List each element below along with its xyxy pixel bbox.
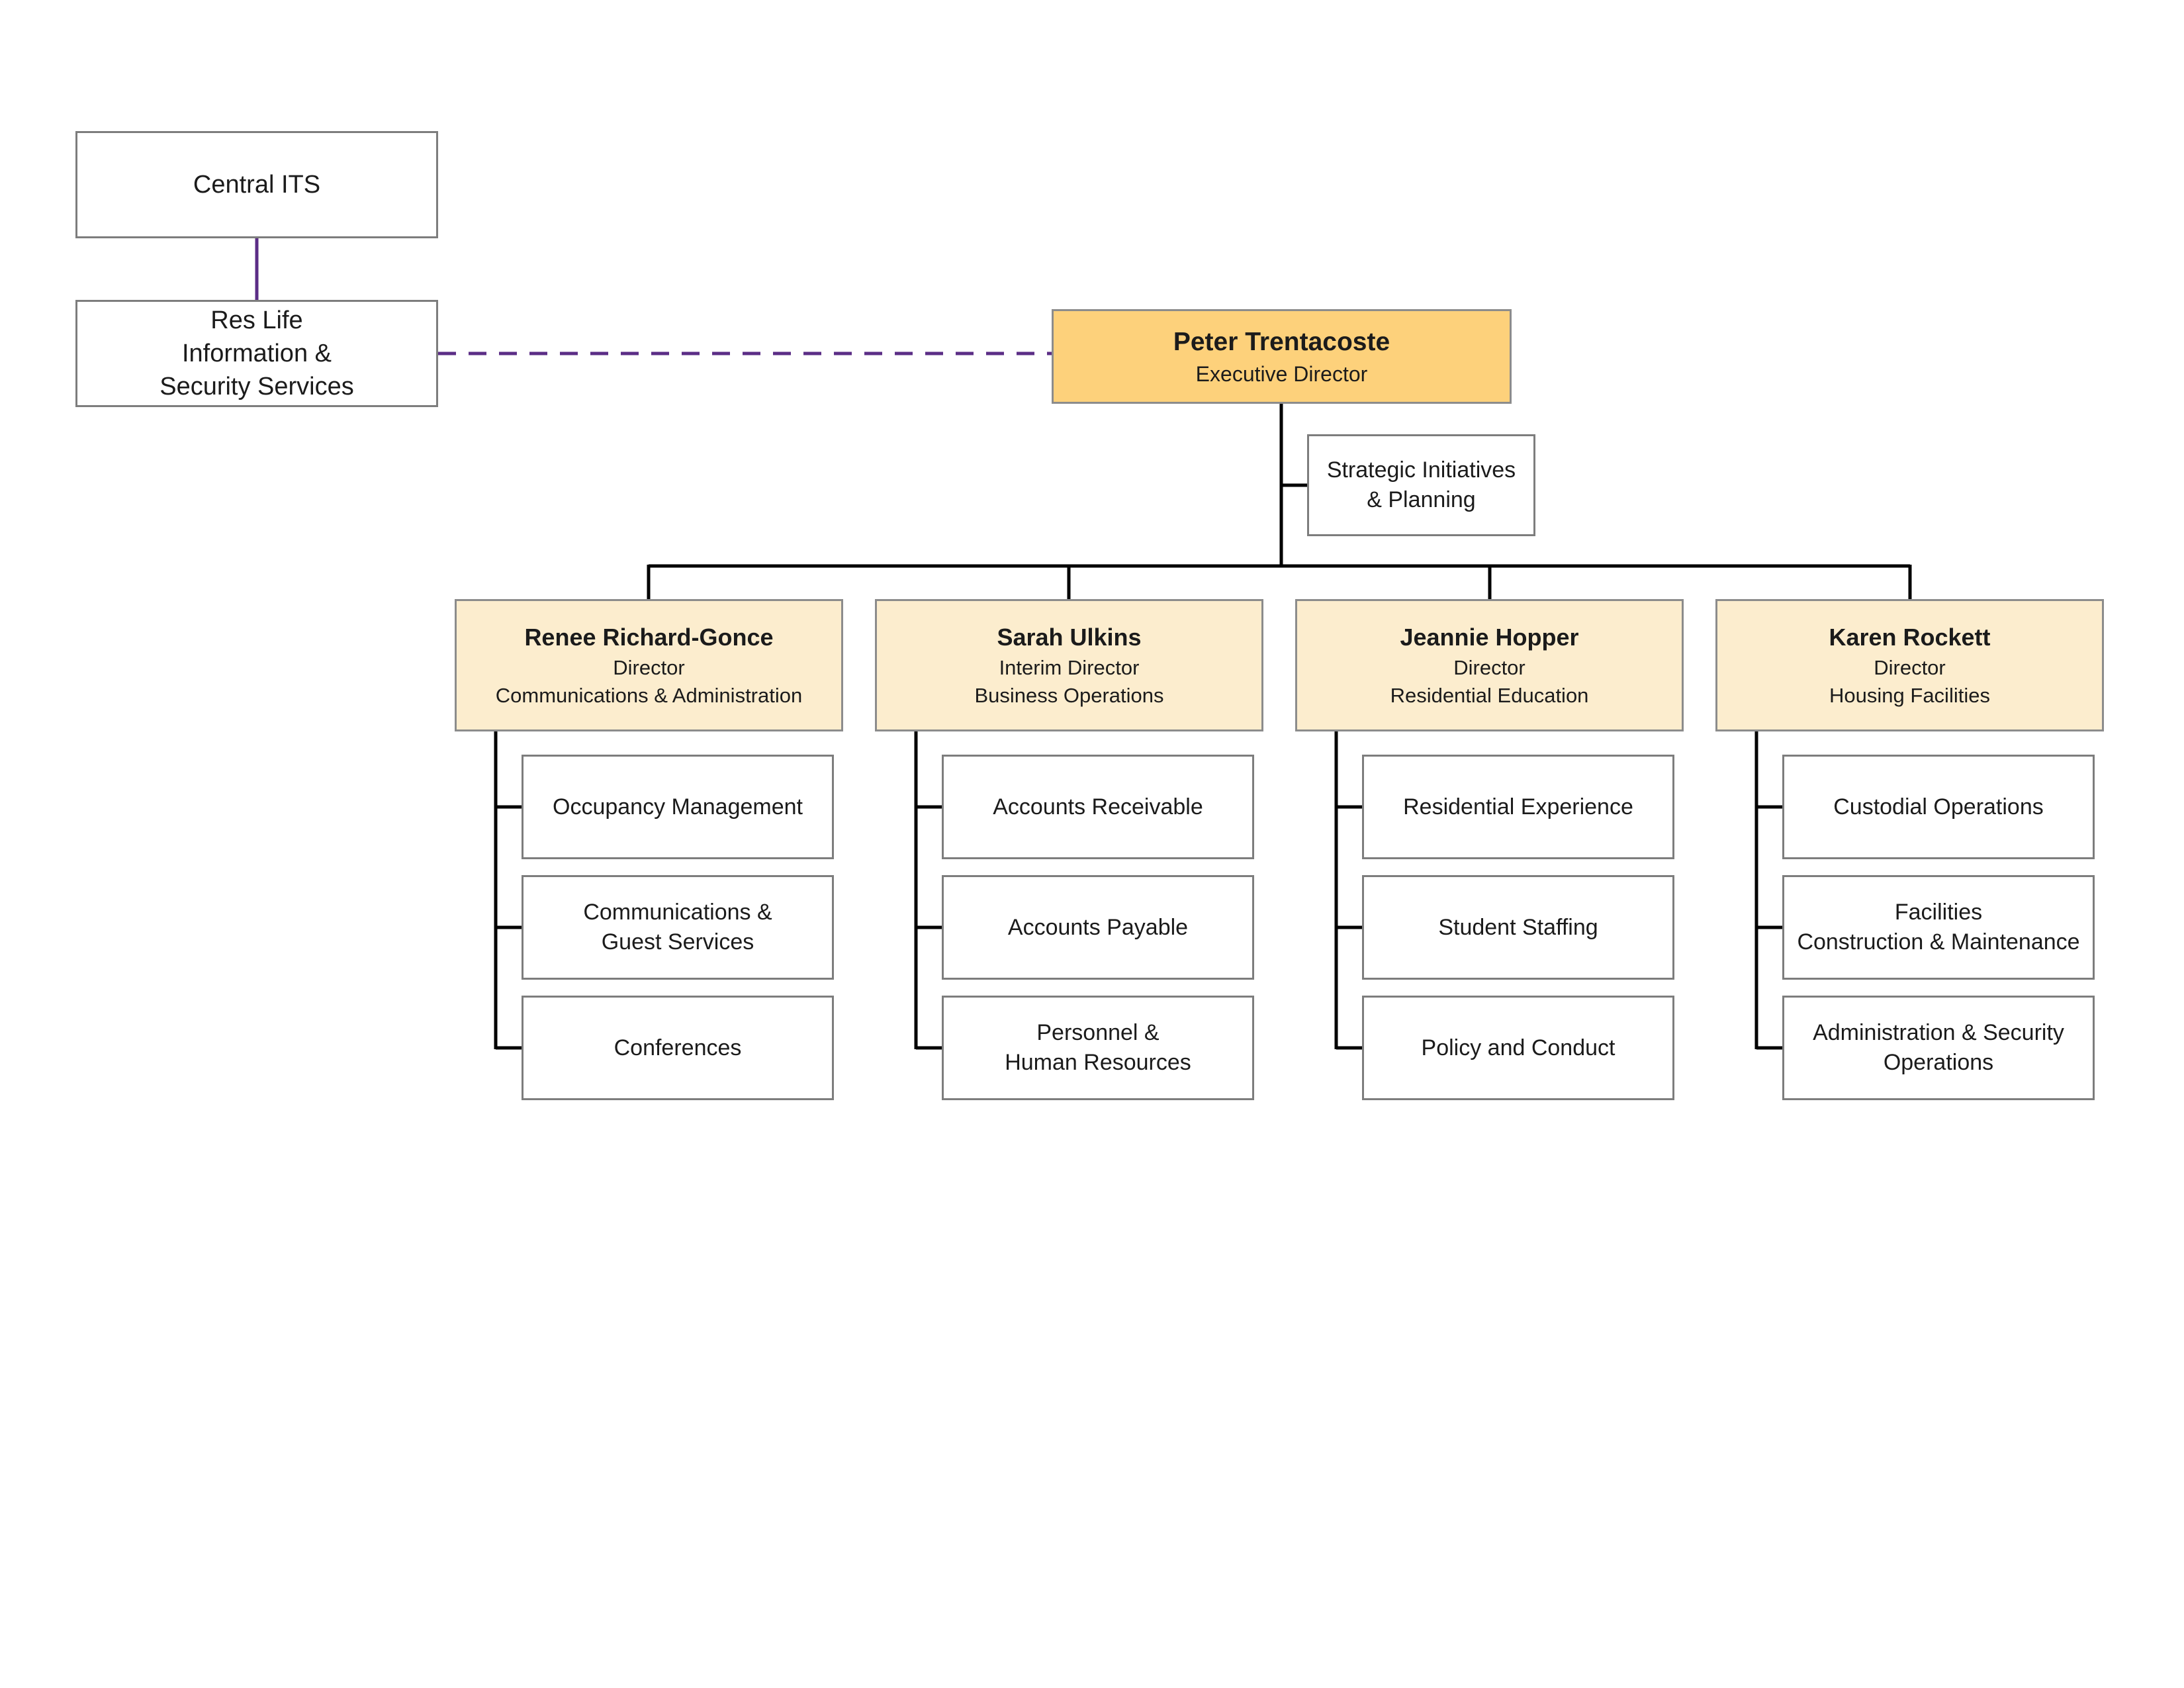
- director-name: Jeannie Hopper: [1400, 623, 1579, 651]
- report-label: Accounts Payable: [1007, 914, 1189, 940]
- report-label: Administration & Security Operations: [1813, 1020, 2064, 1075]
- report-label: Conferences: [614, 1035, 742, 1060]
- res-life-label: Res Life Information & Security Services: [159, 306, 354, 401]
- director-title: Director: [613, 656, 685, 680]
- box-report-accounts-payable: Accounts Payable: [942, 875, 1254, 980]
- central-its-label: Central ITS: [193, 170, 321, 199]
- box-report-administration-security-operations: Administration & Security Operations: [1782, 996, 2095, 1100]
- director-department: Residential Education: [1390, 684, 1589, 708]
- box-report-personnel-human-resources: Personnel & Human Resources: [942, 996, 1254, 1100]
- director-title: Director: [1453, 656, 1525, 680]
- box-report-residential-experience: Residential Experience: [1362, 755, 1674, 859]
- report-label: Communications & Guest Services: [583, 900, 772, 955]
- box-report-communications-guest-services: Communications & Guest Services: [522, 875, 834, 980]
- box-executive-director: Peter Trentacoste Executive Director: [1052, 309, 1512, 404]
- director-department: Communications & Administration: [495, 684, 803, 708]
- report-label: Personnel & Human Resources: [1005, 1020, 1191, 1075]
- box-director-residential-education: Jeannie Hopper Director Residential Educ…: [1295, 599, 1684, 731]
- strategic-initiatives-label: Strategic Initiatives & Planning: [1326, 457, 1516, 512]
- box-strategic-initiatives-planning: Strategic Initiatives & Planning: [1307, 434, 1535, 536]
- director-title: Director: [1874, 656, 1946, 680]
- director-name: Renee Richard-Gonce: [524, 623, 774, 651]
- report-label: Student Staffing: [1438, 914, 1598, 940]
- box-report-policy-and-conduct: Policy and Conduct: [1362, 996, 1674, 1100]
- executive-title: Executive Director: [1195, 362, 1368, 387]
- director-name: Karen Rockett: [1829, 623, 1991, 651]
- executive-name: Peter Trentacoste: [1173, 327, 1390, 356]
- report-label: Occupancy Management: [553, 794, 803, 820]
- report-label: Residential Experience: [1403, 794, 1633, 820]
- report-label: Facilities Construction & Maintenance: [1797, 900, 2080, 955]
- box-report-accounts-receivable: Accounts Receivable: [942, 755, 1254, 859]
- report-label: Policy and Conduct: [1421, 1035, 1615, 1060]
- box-report-student-staffing: Student Staffing: [1362, 875, 1674, 980]
- director-department: Business Operations: [974, 684, 1164, 708]
- box-report-custodial-operations: Custodial Operations: [1782, 755, 2095, 859]
- box-report-conferences: Conferences: [522, 996, 834, 1100]
- director-name: Sarah Ulkins: [997, 623, 1142, 651]
- box-report-facilities-construction-maintenance: Facilities Construction & Maintenance: [1782, 875, 2095, 980]
- box-res-life-information-security: Res Life Information & Security Services: [75, 300, 438, 407]
- box-central-its: Central ITS: [75, 131, 438, 238]
- box-director-housing-facilities: Karen Rockett Director Housing Facilitie…: [1715, 599, 2104, 731]
- director-title: Interim Director: [999, 656, 1140, 680]
- box-director-business-operations: Sarah Ulkins Interim Director Business O…: [875, 599, 1263, 731]
- director-department: Housing Facilities: [1829, 684, 1990, 708]
- report-label: Accounts Receivable: [993, 794, 1203, 820]
- report-label: Custodial Operations: [1833, 794, 2044, 820]
- box-director-communications-administration: Renee Richard-Gonce Director Communicati…: [455, 599, 843, 731]
- box-report-occupancy-management: Occupancy Management: [522, 755, 834, 859]
